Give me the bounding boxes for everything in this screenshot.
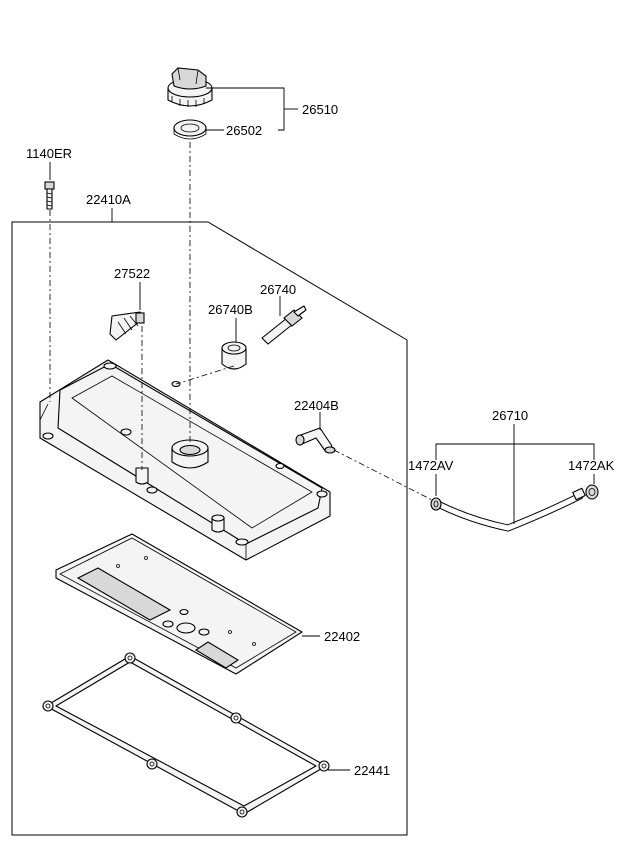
baffle-plate[interactable] — [55, 533, 303, 675]
label-26740b: 26740B — [208, 302, 253, 317]
oil-filler-cap[interactable] — [167, 67, 213, 107]
leader-lines — [49, 87, 595, 771]
label-22402: 22402 — [324, 629, 360, 644]
pcv-valve[interactable] — [261, 305, 307, 345]
wire-clip-27522[interactable] — [109, 311, 145, 341]
label-26710: 26710 — [492, 408, 528, 423]
label-26740: 26740 — [260, 282, 296, 297]
rocker-cover-gasket[interactable] — [42, 652, 330, 818]
breather-hose[interactable] — [434, 492, 584, 532]
label-1140er: 1140ER — [26, 146, 72, 161]
label-22441: 22441 — [354, 763, 390, 778]
label-26502: 26502 — [226, 123, 262, 138]
label-1472ak: 1472AK — [568, 458, 615, 473]
cap-gasket[interactable] — [173, 119, 207, 140]
hose-clamp-1472ak[interactable] — [572, 484, 599, 501]
label-26510: 26510 — [302, 102, 338, 117]
alignment-lines — [49, 142, 433, 501]
pcv-grommet[interactable] — [221, 341, 247, 370]
assembly-frame — [11, 208, 408, 836]
part-labels: 26510 26502 1140ER 22410A 27522 26740 26… — [26, 102, 615, 778]
label-27522: 27522 — [114, 266, 150, 281]
label-22410a: 22410A — [86, 192, 131, 207]
hose-clamp-1472av[interactable] — [430, 497, 442, 511]
rocker-cover[interactable] — [39, 359, 331, 561]
breather-elbow[interactable] — [295, 427, 336, 454]
bolt-1140er[interactable] — [44, 181, 55, 210]
label-1472av: 1472AV — [408, 458, 454, 473]
label-22404b: 22404B — [294, 398, 339, 413]
